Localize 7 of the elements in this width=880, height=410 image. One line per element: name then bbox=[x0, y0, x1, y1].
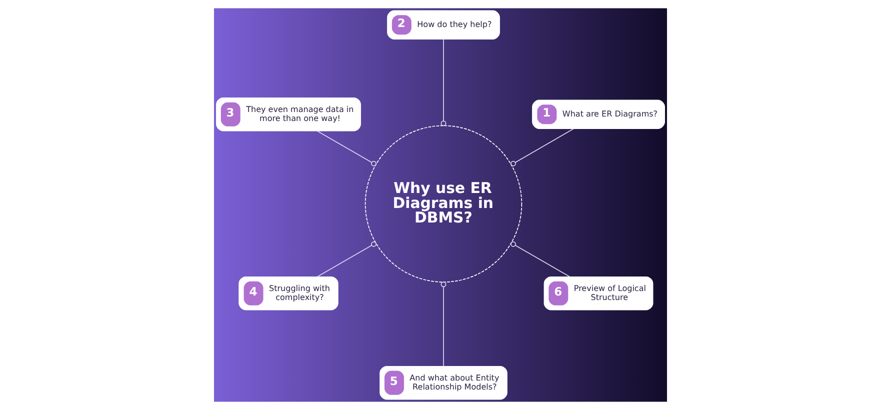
connector bbox=[510, 241, 570, 278]
connector bbox=[440, 38, 446, 126]
connector bbox=[316, 130, 376, 166]
connector bbox=[440, 282, 446, 367]
connector bbox=[316, 241, 376, 278]
connector bbox=[510, 128, 574, 166]
node-circle: Why use ER Diagrams in DBMS? bbox=[364, 125, 522, 282]
